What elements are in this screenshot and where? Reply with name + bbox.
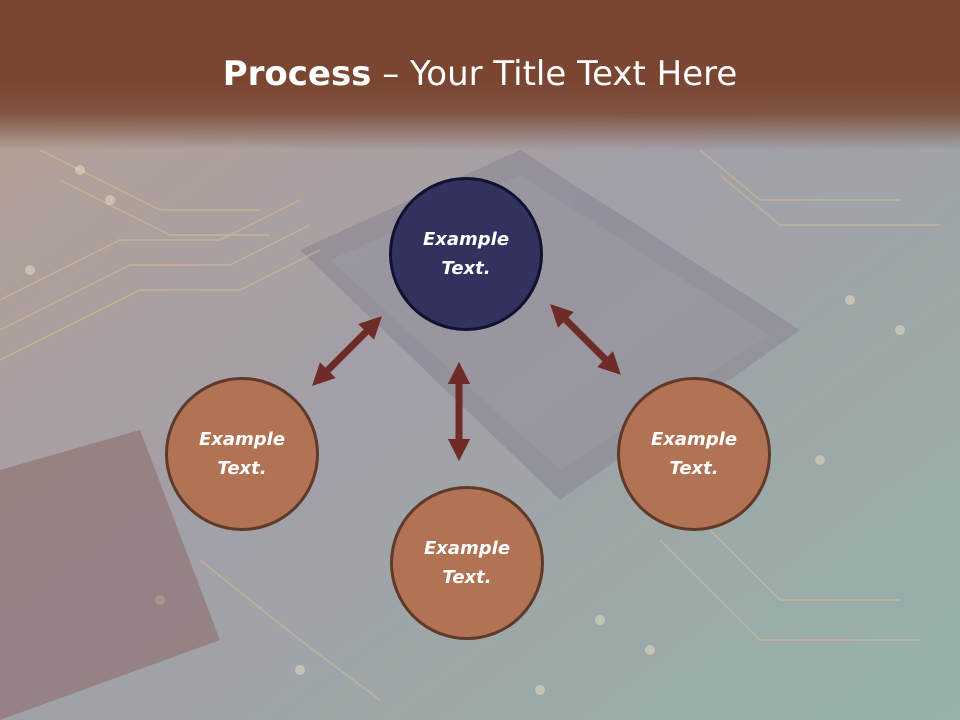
page-title: Process – Your Title Text Here	[0, 52, 960, 96]
node-bottom-text: Example Text.	[407, 534, 527, 592]
node-top-text: Example Text.	[406, 225, 526, 283]
node-right-text: Example Text.	[634, 425, 754, 483]
process-node-top: Example Text.	[389, 177, 543, 331]
node-left-text: Example Text.	[182, 425, 302, 483]
title-bold: Process	[223, 54, 372, 94]
title-rest: – Your Title Text Here	[371, 54, 737, 94]
process-node-left: Example Text.	[165, 377, 319, 531]
process-node-right: Example Text.	[617, 377, 771, 531]
process-node-bottom: Example Text.	[390, 486, 544, 640]
